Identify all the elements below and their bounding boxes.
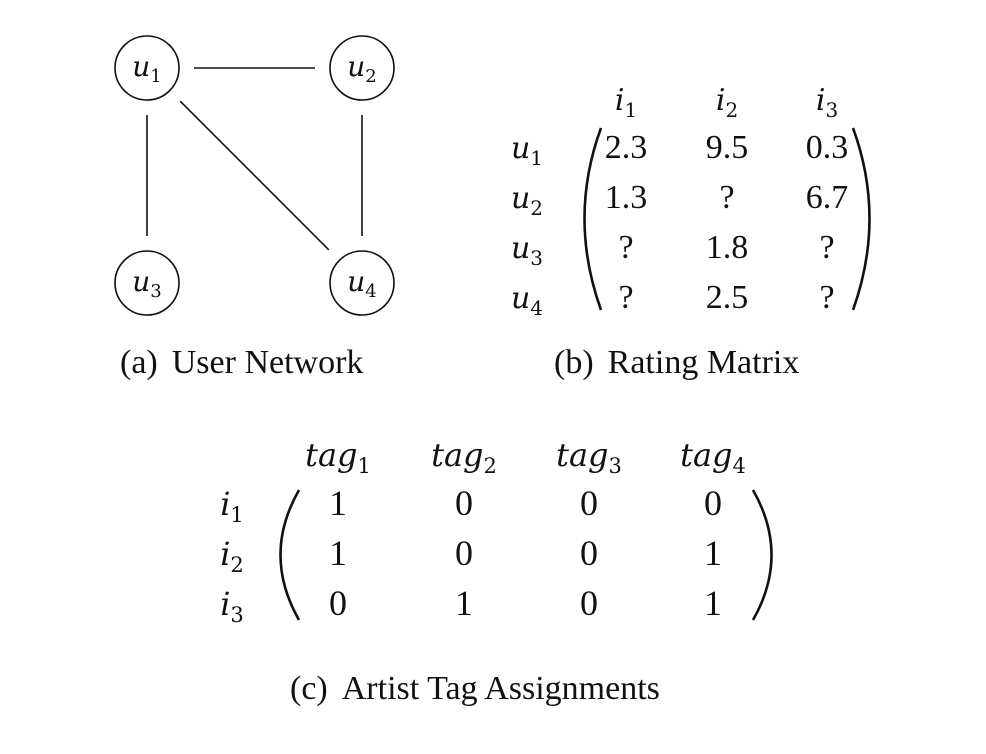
tag-cell: 1 bbox=[329, 483, 347, 523]
node-label: u1 bbox=[132, 50, 162, 87]
node-circle bbox=[329, 35, 395, 101]
tag-row-header: i1 bbox=[220, 485, 244, 527]
rating-cell: 2.5 bbox=[706, 279, 749, 316]
network-edges bbox=[146, 67, 363, 251]
rating-row-header: u3 bbox=[511, 231, 543, 270]
node-label: u4 bbox=[347, 265, 377, 302]
rating-cell: 6.7 bbox=[806, 179, 849, 216]
rating-col-header: i1 bbox=[615, 83, 637, 122]
tag-matrix-column-headers: tag1 tag2 tag3 tag4 bbox=[305, 436, 746, 478]
tag-cell: 1 bbox=[704, 533, 722, 573]
rating-matrix-row-headers: u1 u2 u3 u4 bbox=[511, 131, 543, 320]
caption-tag: (c) bbox=[290, 670, 328, 707]
node-u3: u3 bbox=[114, 250, 180, 316]
rating-row-header: u4 bbox=[511, 281, 543, 320]
rating-col-header: i2 bbox=[716, 83, 738, 122]
rating-cell: 9.5 bbox=[706, 129, 749, 166]
caption-rating-matrix: (b) Rating Matrix bbox=[554, 344, 799, 382]
node-circle bbox=[329, 250, 395, 316]
tag-col-header: tag4 bbox=[680, 436, 746, 478]
tag-col-header: tag3 bbox=[556, 436, 622, 478]
tag-cell: 0 bbox=[329, 583, 347, 623]
rating-row-header: u1 bbox=[511, 131, 543, 170]
tag-cell: 0 bbox=[704, 483, 722, 523]
network-nodes: u1 u2 u3 u4 bbox=[114, 35, 395, 316]
node-label: u3 bbox=[132, 265, 162, 302]
rating-cell: ? bbox=[719, 179, 734, 216]
tag-cell: 0 bbox=[580, 583, 598, 623]
edge-u1-u4 bbox=[179, 100, 330, 251]
tag-matrix-cells: 1 0 0 0 1 0 0 1 0 1 0 1 bbox=[329, 483, 722, 623]
rating-cell: ? bbox=[618, 229, 633, 266]
tag-row-header: i2 bbox=[220, 535, 244, 577]
tag-col-header: tag1 bbox=[305, 436, 371, 478]
tag-matrix-row-headers: i1 i2 i3 bbox=[220, 485, 244, 627]
rating-row-header: u2 bbox=[511, 181, 543, 220]
user-network-graph: u1 u2 u3 u4 bbox=[114, 35, 395, 316]
tag-cell: 1 bbox=[455, 583, 473, 623]
tag-col-header: tag2 bbox=[431, 436, 497, 478]
rating-matrix-cells: 2.3 9.5 0.3 1.3? 6.7? 1.8?? 2.5? bbox=[605, 129, 849, 316]
tag-matrix-right-paren bbox=[751, 489, 773, 621]
rating-matrix-left-paren bbox=[583, 127, 603, 311]
tag-cell: 0 bbox=[455, 483, 473, 523]
rating-col-header: i3 bbox=[816, 83, 838, 122]
caption-text: Artist Tag Assignments bbox=[341, 670, 660, 707]
caption-text: User Network bbox=[171, 344, 364, 381]
rating-cell: ? bbox=[819, 279, 834, 316]
rating-matrix-right-paren bbox=[851, 127, 871, 311]
caption-user-network: (a) User Network bbox=[120, 344, 363, 382]
rating-cell: 2.3 bbox=[605, 129, 648, 166]
tag-cell: 1 bbox=[704, 583, 722, 623]
tag-cell: 0 bbox=[580, 483, 598, 523]
tag-cell: 0 bbox=[580, 533, 598, 573]
node-circle bbox=[114, 35, 180, 101]
rating-cell: ? bbox=[819, 229, 834, 266]
node-u2: u2 bbox=[329, 35, 395, 101]
caption-tag: (a) bbox=[120, 344, 158, 381]
tag-cell: 0 bbox=[455, 533, 473, 573]
node-label: u2 bbox=[347, 50, 377, 87]
caption-tag: (b) bbox=[554, 344, 594, 381]
tag-matrix-left-paren bbox=[279, 489, 301, 621]
node-u1: u1 bbox=[114, 35, 180, 101]
rating-cell: ? bbox=[618, 279, 633, 316]
rating-matrix-column-headers: i1 i2 i3 bbox=[615, 83, 838, 122]
caption-text: Rating Matrix bbox=[607, 344, 800, 381]
tag-row-header: i3 bbox=[220, 585, 244, 627]
node-u4: u4 bbox=[329, 250, 395, 316]
rating-cell: 1.3 bbox=[605, 179, 648, 216]
rating-cell: 0.3 bbox=[806, 129, 849, 166]
tag-cell: 1 bbox=[329, 533, 347, 573]
node-circle bbox=[114, 250, 180, 316]
rating-cell: 1.8 bbox=[706, 229, 749, 266]
tag-matrix: tag1 tag2 tag3 tag4 i1 i2 i3 1 0 0 0 1 0 0 1 0 1 0 1 bbox=[220, 436, 773, 627]
caption-tag-matrix: (c) Artist Tag Assignments bbox=[290, 670, 660, 708]
